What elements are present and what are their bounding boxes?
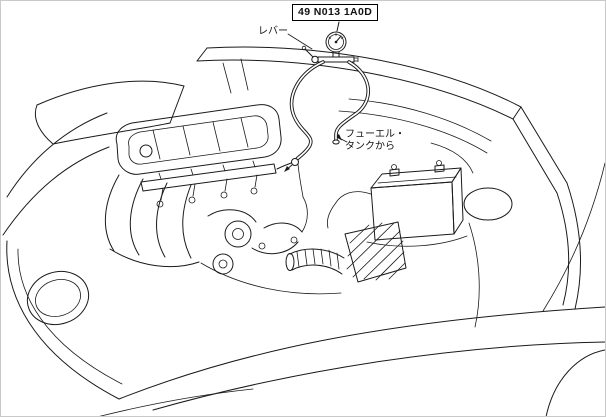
valve-lever <box>304 48 314 58</box>
air-cleaner-box <box>344 221 407 283</box>
rail-fitting <box>291 158 299 166</box>
valve-body <box>311 55 319 64</box>
throttle-cluster <box>207 163 308 275</box>
fuel-tank-label: フューエル・ タンクから <box>345 129 405 153</box>
battery <box>327 142 474 247</box>
lever-label-text: レバー <box>258 26 288 37</box>
fuel-tank-label-line1: フューエル・ <box>345 129 405 140</box>
headlamp <box>26 270 90 326</box>
battery-terminal <box>389 168 400 177</box>
gauge-needle <box>335 35 342 43</box>
part-number-label: 49 N013 1A0D <box>292 4 379 21</box>
washer-cap <box>463 187 513 221</box>
fuel-pressure-gauge <box>301 31 359 64</box>
part-number-text: 49 N013 1A0D <box>298 6 373 18</box>
fuel-rail <box>140 160 298 208</box>
left-body-lines <box>2 80 185 400</box>
lever-label: レバー <box>258 26 288 38</box>
fitting-arrow <box>284 166 290 172</box>
right-body-lines <box>463 106 581 328</box>
engine-valve-cover <box>115 104 282 175</box>
oil-cap <box>139 144 153 158</box>
fuel-tank-label-line2: タンクから <box>345 141 395 152</box>
battery-terminal <box>434 164 445 173</box>
intake-runners <box>104 174 342 295</box>
hose-open-end <box>332 139 340 145</box>
air-intake-duct <box>285 248 345 275</box>
front-bumper-lines <box>99 162 605 416</box>
gauge-hoses <box>284 60 371 172</box>
